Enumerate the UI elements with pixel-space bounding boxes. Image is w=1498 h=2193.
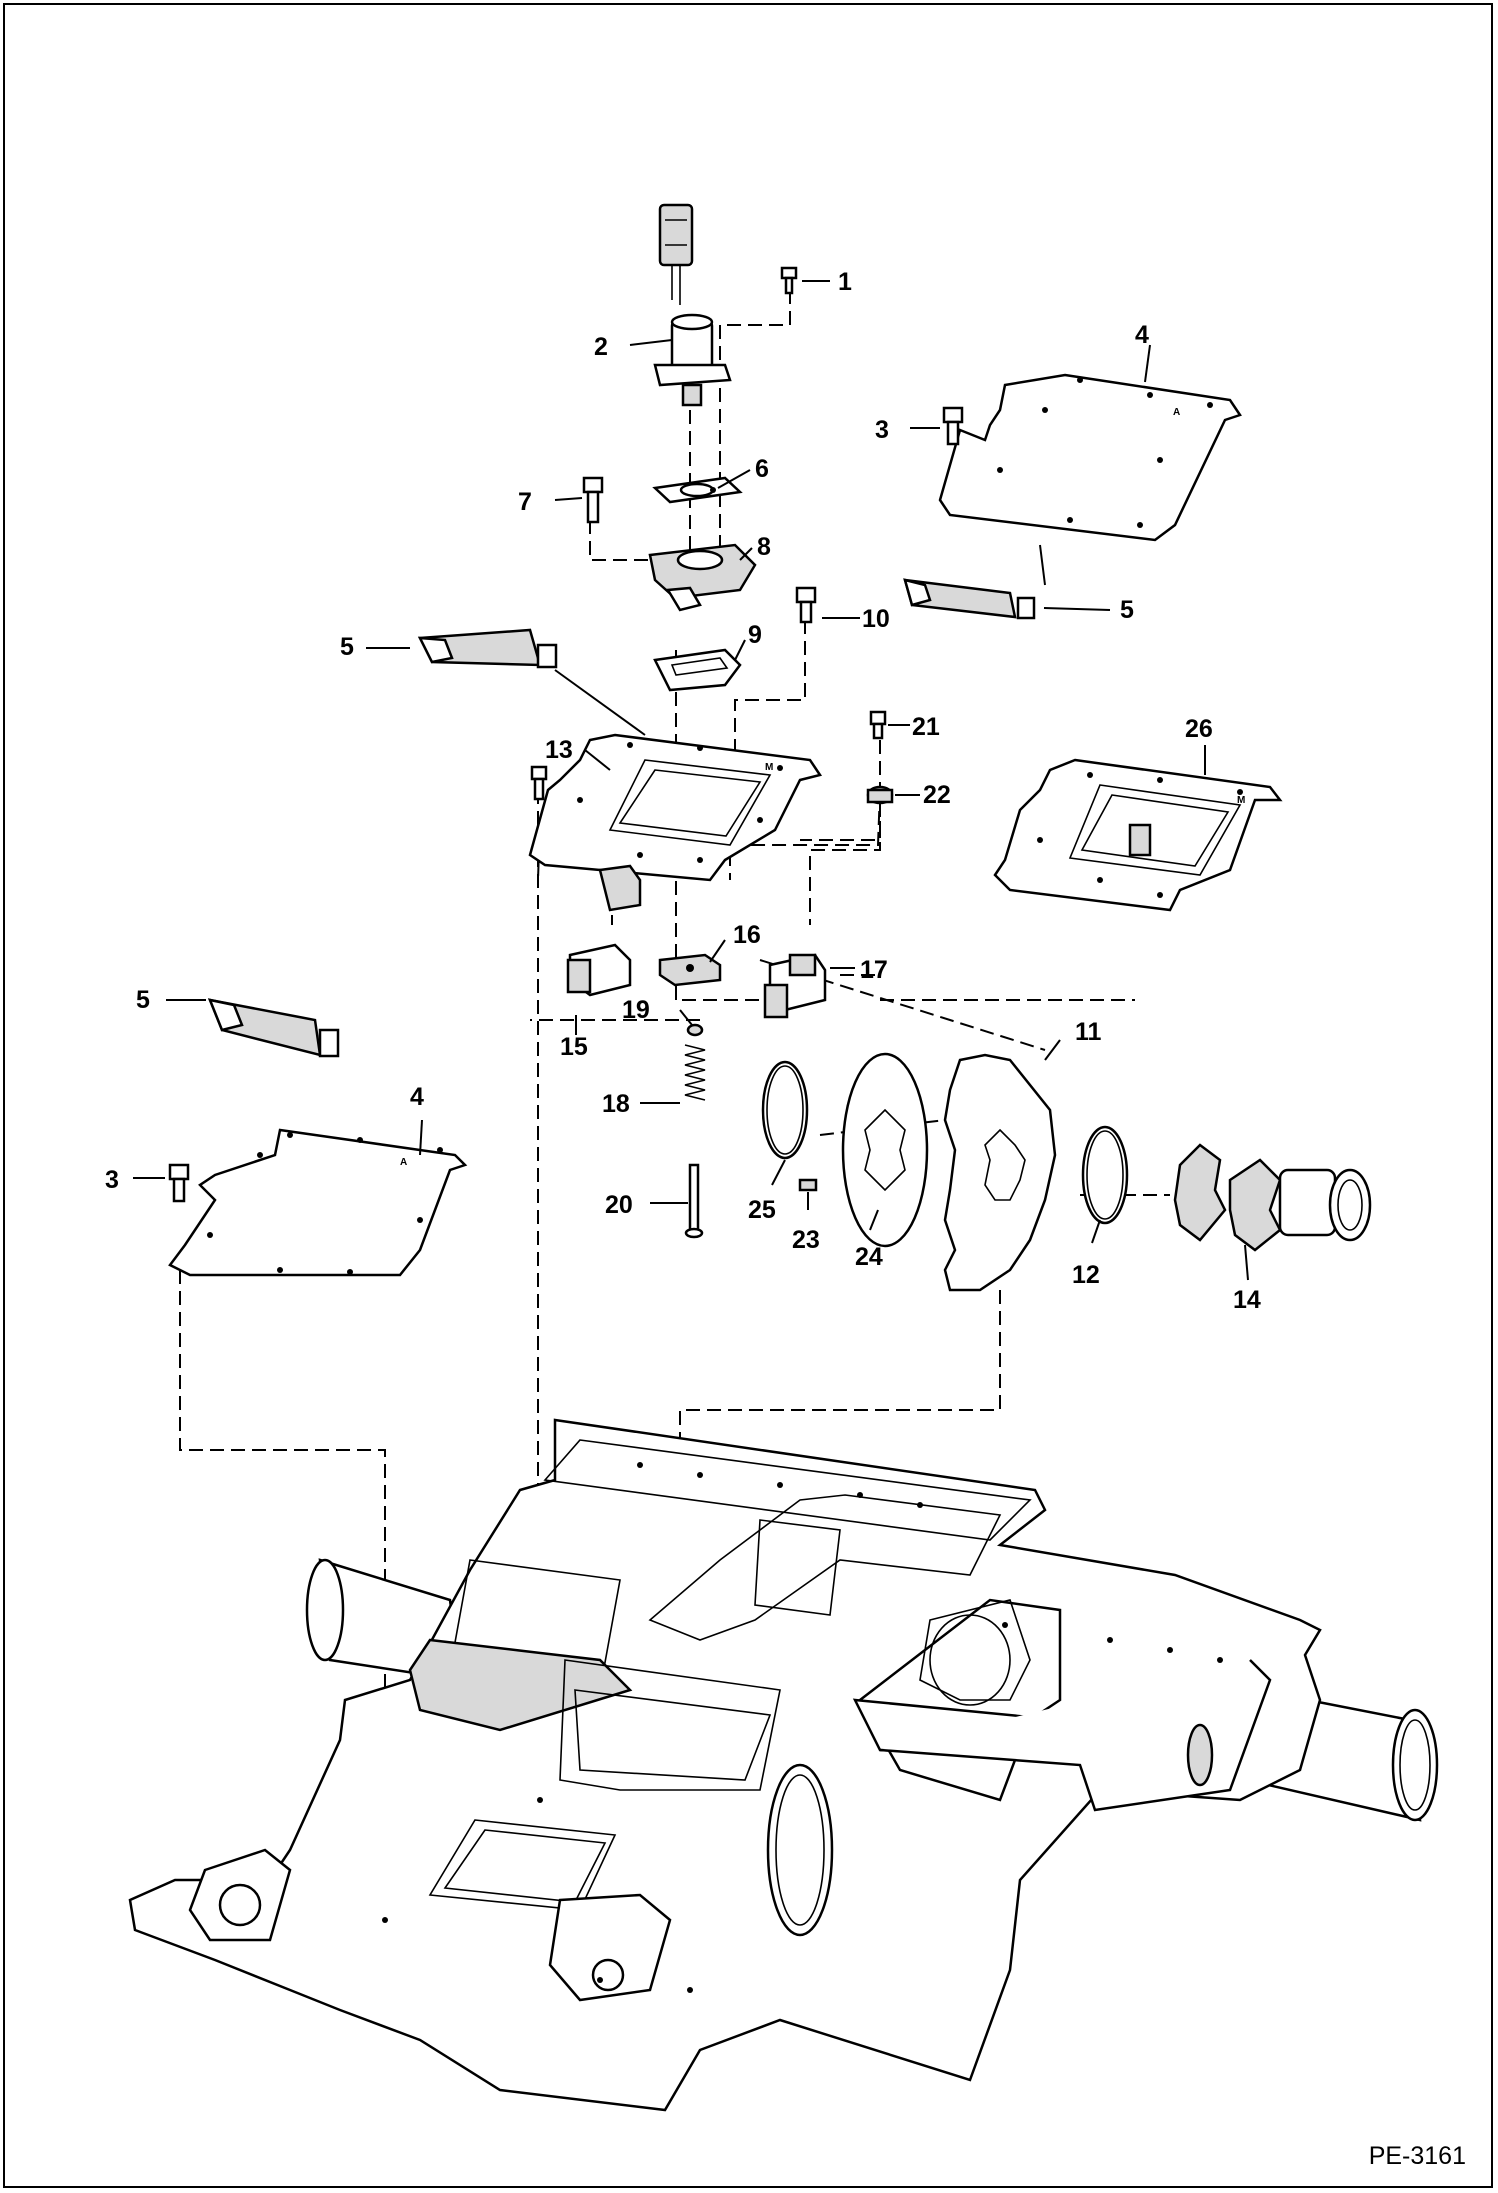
washer-part-19 xyxy=(686,1023,704,1037)
callout-15: 15 xyxy=(560,1033,588,1061)
sealant-tube-middle xyxy=(417,628,558,669)
plate-part-26: M xyxy=(993,758,1283,912)
callout-3-lower: 3 xyxy=(105,1166,119,1194)
gasket-part-9 xyxy=(653,648,742,692)
callout-24: 24 xyxy=(855,1243,883,1271)
callout-16: 16 xyxy=(733,921,761,949)
cover-plate-lower: A xyxy=(168,1128,468,1277)
diagram-frame xyxy=(3,3,1493,2188)
callout-labels: 1 2 4 3 6 7 8 5 10 9 5 21 26 13 22 16 17… xyxy=(105,268,1261,1314)
plate-part-13: M xyxy=(528,733,823,882)
bolt-part-7 xyxy=(582,476,604,524)
leader-lines xyxy=(133,280,1249,1281)
pin-part-20 xyxy=(684,1163,704,1239)
nut-part-22 xyxy=(866,785,894,805)
callout-21: 21 xyxy=(912,713,940,741)
svg-text:M: M xyxy=(765,762,773,773)
solenoid-part xyxy=(653,203,732,407)
block-part-15 xyxy=(566,864,642,997)
callout-25: 25 xyxy=(748,1196,776,1224)
pin-part-23 xyxy=(798,1178,818,1192)
main-frame xyxy=(128,1418,1439,2112)
callout-1: 1 xyxy=(838,268,852,296)
callout-22: 22 xyxy=(923,781,951,809)
bolt-plate-13 xyxy=(530,765,548,801)
svg-text:M: M xyxy=(1237,795,1245,806)
callout-10: 10 xyxy=(862,605,890,633)
callout-4-lower: 4 xyxy=(410,1083,424,1111)
callout-11: 11 xyxy=(1075,1018,1102,1046)
bolt-part-3-upper xyxy=(942,406,964,446)
block-part-17 xyxy=(763,953,827,1019)
callout-19: 19 xyxy=(622,996,650,1024)
callout-14: 14 xyxy=(1233,1286,1261,1314)
callout-5-lower: 5 xyxy=(136,986,150,1014)
diagram-reference-code: PE-3161 xyxy=(1368,2142,1466,2170)
gasket-part-6 xyxy=(652,476,743,504)
bolt-part-10 xyxy=(795,586,817,624)
callout-6: 6 xyxy=(755,455,769,483)
callout-17: 17 xyxy=(860,956,888,984)
sprocket-shaft-part-14 xyxy=(1173,1143,1372,1252)
bolt-part-1 xyxy=(780,266,798,295)
svg-text:A: A xyxy=(400,1157,407,1168)
callout-8: 8 xyxy=(757,533,771,561)
brake-plate-part-11 xyxy=(943,1053,1057,1292)
spring-part-18 xyxy=(684,1044,706,1101)
callout-2: 2 xyxy=(594,333,608,361)
callout-5-middle: 5 xyxy=(340,633,354,661)
callout-7: 7 xyxy=(518,488,532,516)
sealant-tube-upper xyxy=(903,578,1036,620)
callout-9: 9 xyxy=(748,621,762,649)
snap-ring-part-12 xyxy=(1081,1125,1129,1225)
block-part-16 xyxy=(658,953,722,987)
sealant-tube-lower xyxy=(207,998,340,1058)
callout-3-upper: 3 xyxy=(875,416,889,444)
bolt-part-21 xyxy=(869,710,887,740)
valve-body-part-8 xyxy=(648,543,757,612)
svg-text:A: A xyxy=(1173,407,1180,418)
cover-plate-upper: A xyxy=(938,373,1242,542)
disc-part-24 xyxy=(841,1052,929,1248)
callout-4-upper: 4 xyxy=(1135,321,1149,349)
snap-ring-part-25 xyxy=(761,1060,809,1160)
bolt-part-3-lower xyxy=(168,1163,190,1203)
callout-20: 20 xyxy=(605,1191,633,1219)
callout-26: 26 xyxy=(1185,715,1213,743)
callout-12: 12 xyxy=(1072,1261,1100,1289)
callout-18: 18 xyxy=(602,1090,630,1118)
callout-23: 23 xyxy=(792,1226,820,1254)
callout-5-upper: 5 xyxy=(1120,596,1134,624)
callout-13: 13 xyxy=(545,736,573,764)
